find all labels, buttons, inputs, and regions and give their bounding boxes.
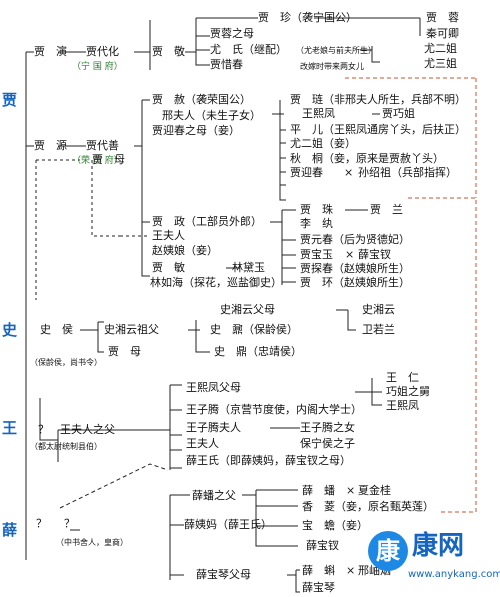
person-lady-wang: 王夫人: [152, 229, 185, 242]
watermark-url: www.anykang.com: [408, 569, 500, 580]
family-label-xue: 薛: [2, 521, 18, 539]
person-jia-qiaojie: 贾巧姐: [382, 107, 415, 120]
site-watermark: 康 康网 www.anykang.com: [368, 529, 500, 593]
person-jia-yuan: 贾 源: [34, 139, 67, 152]
person-xifeng-parents: 王熙凤父母: [186, 381, 241, 394]
watermark-name: 康网: [412, 531, 465, 561]
shi-note: （保龄侯，尚书令）: [30, 358, 102, 367]
wang-unknown: ？: [38, 423, 49, 436]
person-xiangyun-grandfather: 史湘云祖父: [104, 323, 159, 336]
person-jia-yingchun: 贾迎春: [290, 166, 323, 179]
person-shi-nai: 史 鼐（保龄侯）: [210, 323, 298, 336]
person-jia-zhen: 贾 珍（袭宁国公）: [258, 11, 357, 24]
person-jia-min: 贾 敏: [152, 261, 185, 274]
person-yuanchun: 贾元春（后为贤德妃）: [300, 233, 410, 246]
person-you-shi: 尤 氏（继配）: [210, 43, 287, 56]
person-jia-daihua: 贾代化: [86, 45, 119, 58]
marriage-mark-xuepan: ×: [346, 484, 356, 497]
person-jia-zheng: 贾 政（工部员外郎）: [152, 215, 262, 228]
person-xue-pan: 薛 蟠: [302, 484, 335, 497]
person-qiaojie-uncle: 巧姐之舅: [386, 385, 430, 398]
person-xue-baochai: 薛宝钗: [306, 539, 339, 552]
xue-note: （中书舍人，皇商）: [56, 538, 128, 547]
person-qiu-tong: 秋 桐（妾，原来是贾赦丫头）: [290, 152, 444, 165]
person-shi-ding: 史 鼎（忠靖侯）: [214, 345, 302, 358]
wang-note: （都太尉统制县伯）: [30, 442, 102, 451]
you-sisters-note: 改嫁时带来两女儿: [300, 62, 364, 71]
family-label-jia: 贾: [2, 91, 18, 109]
person-baoqin-parents: 薛宝琴父母: [196, 568, 251, 581]
person-you-erjie-concubine: 尤二姐（妾）: [290, 137, 356, 150]
xue-unknown-2: ？: [64, 517, 75, 530]
rong-mansion-label: （荣 国 府）: [72, 156, 123, 166]
family-label-shi: 史: [2, 321, 18, 339]
person-jia-jing: 贾 敬: [152, 45, 185, 58]
person-baoyu: 贾宝玉: [300, 248, 333, 261]
person-lady-wang-father: 王夫人之父: [60, 423, 115, 436]
person-baoning-son: 保宁侯之子: [300, 437, 355, 450]
person-xuepan-father: 薛蟠之父: [192, 489, 236, 502]
person-jia-yan: 贾 演: [34, 45, 67, 58]
person-li-wan: 李 纨: [300, 217, 333, 230]
ning-mansion-label: （宁 国 府）: [72, 62, 123, 72]
person-baochai-in-jia: 薛宝钗: [358, 248, 391, 261]
person-xia-jingui: 夏金桂: [358, 484, 391, 497]
person-aunt-zhao: 赵姨娘（妾）: [152, 244, 218, 257]
person-shi-hou: 史 侯: [40, 323, 73, 336]
person-lady-xing: 邢夫人（未生子女）: [162, 109, 261, 122]
person-wang-ziteng-daughter: 王子腾之女: [300, 421, 355, 434]
person-aunt-xue: 薛姨妈（薛王氏）: [184, 518, 272, 531]
person-jia-mu-shi: 贾 母: [108, 345, 141, 358]
you-shi-note: （尤老娘与前夫所生）: [296, 46, 376, 55]
person-ping-er: 平 儿（王熙凤通房丫头，后扶正）: [290, 123, 466, 136]
person-xue-baoqin: 薛宝琴: [302, 581, 335, 594]
person-bao-chan: 宝 蟾（妾）: [302, 519, 368, 532]
person-wang-ren: 王 仁: [386, 371, 419, 384]
family-label-wang: 王: [2, 419, 18, 437]
marriage-mark-xueke: ×: [346, 564, 356, 577]
person-wang-ziteng: 王子腾（京营节度使，内阁大学士）: [186, 403, 362, 416]
person-qin-keqing: 秦可卿: [426, 27, 459, 40]
person-wang-xifeng: 王熙凤: [302, 107, 335, 120]
person-jia-lian: 贾 琏（非邢夫人所生，兵部不明）: [290, 93, 466, 106]
person-xiang-ling: 香 菱（妾，原名甄英莲）: [302, 500, 434, 513]
marriage-mark-baoyu: ×: [345, 248, 355, 261]
person-wei-ruolan: 卫若兰: [362, 323, 395, 336]
person-yingchun-mother: 贾迎春之母（妾）: [152, 124, 240, 137]
person-jia-mu: 贾 母: [92, 153, 125, 166]
person-jia-lan: 贾 兰: [370, 203, 403, 216]
person-jia-she: 贾 赦（袭荣国公）: [152, 93, 251, 106]
person-lin-ruhai: 林如海（探花，巡盐御史）: [150, 276, 282, 289]
person-wang-xifeng-wang: 王熙凤: [386, 399, 419, 412]
person-shi-xiangyun: 史湘云: [362, 303, 395, 316]
person-tanchun: 贾探春（赵姨娘所生）: [300, 262, 410, 275]
person-you-sanjie: 尤三姐: [424, 57, 457, 70]
person-jia-huan: 贾 环（赵姨娘所生）: [300, 276, 410, 289]
marriage-mark-yingchun: ×: [344, 166, 354, 179]
kang-logo-icon: 康: [368, 531, 408, 571]
person-jia-xichun: 贾惜春: [210, 58, 243, 71]
person-wang-ziteng-wife: 王子腾夫人: [186, 421, 241, 434]
person-sun-shaozu: 孙绍祖（兵部指挥）: [358, 166, 457, 179]
person-lady-wang-wang: 王夫人: [186, 437, 219, 450]
person-jia-zhu: 贾 珠: [300, 203, 333, 216]
person-lin-daiyu: 林黛玉: [232, 261, 265, 274]
person-xue-ke: 薛 蝌: [302, 564, 335, 577]
person-jia-daishan: 贾代善: [86, 139, 119, 152]
xue-unknown: ？: [36, 517, 47, 530]
person-xiangyun-parents: 史湘云父母: [220, 303, 275, 316]
person-jia-rong: 贾 蓉: [426, 11, 459, 24]
person-xue-wang-shi: 薛王氏（即薛姨妈，薛宝钗之母）: [186, 454, 351, 467]
person-you-erjie: 尤二姐: [424, 42, 457, 55]
person-jia-rong-mother: 贾蓉之母: [210, 27, 254, 40]
